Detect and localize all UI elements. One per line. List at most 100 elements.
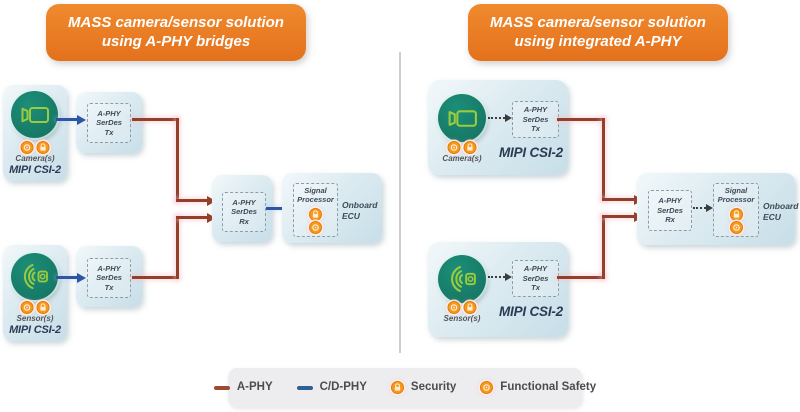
security-badge-icon	[463, 141, 477, 154]
sensor-label: Sensor(s)	[16, 314, 54, 323]
aphy-serdes-tx-box: A-PHY SerDes Tx	[512, 101, 559, 138]
legend-label-cdphy: C/D-PHY	[319, 380, 367, 393]
tx-line2: SerDes	[522, 114, 549, 124]
mipi-csi2-label: MIPI CSI-2	[9, 164, 61, 176]
sensor-label: Sensor(s)	[443, 314, 481, 323]
rx-line1: A-PHY	[232, 197, 256, 207]
legend-label-security: Security	[410, 380, 457, 393]
aphy-connector-sensor	[176, 216, 179, 279]
radar-waves-icon	[450, 266, 476, 292]
aphy-connector-camera-arrow	[176, 199, 207, 202]
camera-label: Camera(s)	[442, 154, 482, 163]
legend: A-PHY C/D-PHY Security Functional Safety	[213, 368, 596, 407]
tx-line3: Tx	[531, 283, 540, 293]
left-camera-node-card: Camera(s) MIPI CSI-2	[3, 85, 67, 181]
aphy-connector-camera	[602, 118, 605, 201]
aphy-connector-camera	[176, 118, 179, 202]
sp-icons	[729, 208, 743, 235]
tx-line3: Tx	[104, 282, 114, 292]
sp-icons	[309, 208, 322, 235]
internal-link-arrow	[488, 273, 512, 281]
sensor-circle	[438, 255, 486, 303]
aphy-connector-sensor-arrow	[602, 215, 634, 218]
left-onboard-ecu-card: Signal Processor Onboard ECU	[282, 173, 382, 243]
legend-label-functional-safety: Functional Safety	[500, 380, 597, 393]
security-badge-icon	[463, 301, 477, 314]
aphy-connector-camera	[557, 118, 605, 121]
ecu-line2: ECU	[342, 211, 360, 222]
radar-waves-icon	[23, 264, 48, 289]
mipi-csi2-label: MIPI CSI-2	[498, 304, 563, 319]
aphy-serdes-rx-box: A-PHY SerDes Rx	[648, 190, 692, 231]
functional-safety-badge-icon	[20, 141, 34, 154]
header-right-line2: using integrated A-PHY	[514, 32, 682, 50]
signal-processor-box: Signal Processor	[713, 183, 759, 237]
aphy-connector-sensor-arrow	[176, 216, 207, 219]
ecu-line2: ECU	[763, 212, 781, 223]
cdphy-arrow-rx-to-processor	[266, 207, 284, 210]
aphy-connector-sensor	[557, 276, 605, 279]
right-sensor-integrated-card: Sensor(s) A-PHY SerDes Tx MIPI CSI-2	[428, 242, 568, 337]
aphy-serdes-tx-box: A-PHY SerDes Tx	[512, 260, 559, 297]
signal-processor-box: Signal Processor	[293, 183, 338, 237]
aphy-connector-sensor	[132, 276, 178, 279]
functional-safety-badge-icon	[309, 221, 322, 235]
tx-line3: Tx	[104, 127, 114, 137]
camera-badges	[20, 141, 50, 154]
sp-line2: Processor	[297, 195, 334, 204]
sensor-circle	[11, 253, 58, 300]
rx-line3: Rx	[665, 215, 675, 225]
header-left-line1: MASS camera/sensor solution	[68, 13, 284, 31]
rx-line3: Rx	[239, 216, 249, 226]
panel-divider	[399, 52, 401, 353]
mipi-csi2-label: MIPI CSI-2	[498, 145, 563, 160]
header-right-line1: MASS camera/sensor solution	[490, 13, 706, 31]
aphy-connector-sensor	[602, 215, 605, 279]
cdphy-line-swatch	[296, 385, 313, 390]
internal-link-arrow	[693, 204, 713, 212]
sp-line1: Signal	[304, 185, 327, 195]
mipi-csi2-label: MIPI CSI-2	[9, 324, 61, 336]
security-badge-icon	[36, 301, 50, 314]
legend-item-cdphy: C/D-PHY	[296, 380, 367, 394]
video-camera-icon	[21, 106, 49, 123]
onboard-ecu-label: Onboard ECU	[342, 200, 377, 222]
camera-badges	[447, 141, 477, 154]
tx-line1: A-PHY	[523, 264, 548, 274]
security-badge-icon	[309, 208, 322, 222]
header-left-line2: using A-PHY bridges	[101, 32, 251, 50]
aphy-connector-camera-arrow	[602, 198, 634, 201]
tx-line2: SerDes	[96, 118, 122, 128]
padlock-icon	[390, 381, 404, 394]
aphy-serdes-tx-box: A-PHY SerDes Tx	[87, 103, 131, 143]
functional-safety-badge-icon	[729, 221, 743, 235]
left-camera-tx-card: A-PHY SerDes Tx	[76, 92, 142, 153]
cdphy-arrow-sensor	[56, 276, 77, 279]
header-right-integrated: MASS camera/sensor solution using integr…	[468, 4, 728, 61]
left-sensor-node-card: Sensor(s) MIPI CSI-2	[3, 245, 67, 341]
ecu-line1: Onboard	[342, 200, 378, 210]
left-sensor-tx-card: A-PHY SerDes Tx	[76, 246, 142, 307]
camera-circle	[11, 91, 58, 138]
internal-link-arrow	[488, 114, 512, 122]
aphy-line-swatch	[213, 385, 230, 390]
legend-item-security: Security	[390, 380, 457, 394]
cdphy-arrow-camera	[56, 118, 77, 121]
rx-line1: A-PHY	[658, 196, 682, 206]
onboard-ecu-label: Onboard ECU	[763, 201, 798, 223]
tx-line1: A-PHY	[523, 105, 548, 115]
sp-line2: Processor	[717, 195, 755, 204]
security-badge-icon	[36, 141, 50, 154]
concentric-ring-icon	[480, 381, 494, 394]
legend-item-aphy: A-PHY	[213, 381, 273, 394]
functional-safety-badge-icon	[447, 141, 461, 154]
sp-line1: Signal	[724, 185, 748, 195]
tx-line2: SerDes	[522, 273, 549, 283]
left-rx-card: A-PHY SerDes Rx	[212, 175, 272, 242]
tx-line3: Tx	[531, 124, 540, 134]
camera-circle	[438, 94, 486, 142]
aphy-serdes-rx-box: A-PHY SerDes Rx	[222, 192, 266, 232]
rx-line2: SerDes	[657, 205, 683, 215]
tx-line1: A-PHY	[97, 263, 121, 273]
